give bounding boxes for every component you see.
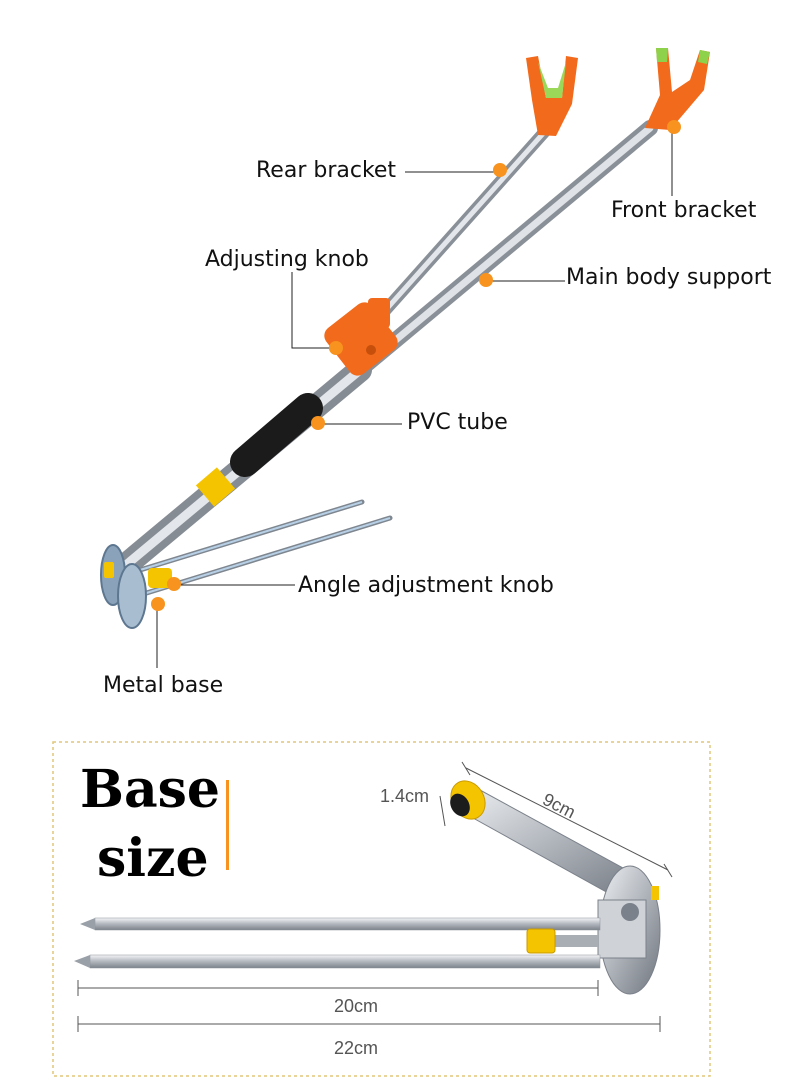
front-bracket-label: Front bracket: [611, 198, 757, 223]
title-accent-bar: [226, 780, 229, 870]
callout-leaders: [156, 128, 673, 668]
dimension-lines: [77, 761, 673, 1032]
base-size-title-line1: Base: [80, 759, 221, 820]
rear-bracket-shape: [526, 56, 578, 136]
metal-base-label: Metal base: [103, 673, 224, 698]
total-length-label: 22cm: [334, 1038, 379, 1058]
base-size-frame: [52, 741, 711, 1077]
angle-adjustment-knob-label: Angle adjustment knob: [298, 573, 554, 598]
spike-length-label: 20cm: [334, 996, 379, 1016]
base-illustration: [74, 780, 661, 995]
callout-dots: [151, 120, 681, 611]
main-body-support-label: Main body support: [566, 265, 772, 290]
rear-bracket-label: Rear bracket: [256, 158, 397, 183]
rod-holder-illustration: [100, 48, 710, 629]
adjusting-knob-shape: [324, 298, 398, 376]
tube-diameter-label: 1.4cm: [380, 786, 430, 806]
base-size-title-line2: size: [97, 828, 209, 889]
pvc-tube-label: PVC tube: [407, 410, 508, 435]
front-bracket-shape: [645, 48, 710, 130]
adjusting-knob-label: Adjusting knob: [205, 247, 369, 272]
